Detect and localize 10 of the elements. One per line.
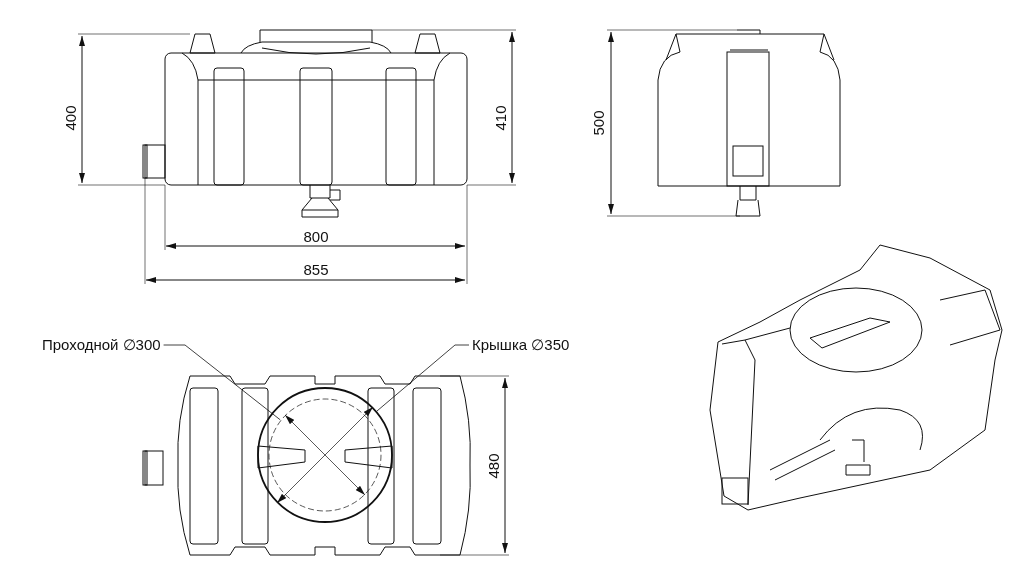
dimension-value: 800 [303, 228, 329, 246]
dimension-value: 480 [484, 453, 502, 479]
leader-line [163, 344, 281, 421]
dimension-value: 400 [61, 105, 79, 131]
leader-line [376, 344, 470, 412]
dimension-value: 500 [589, 110, 607, 136]
dimension-value: 855 [303, 261, 329, 279]
dimension-value: 410 [491, 105, 509, 131]
callout-label: Крышка ∅350 [472, 336, 570, 354]
callout-label: Проходной ∅300 [42, 336, 161, 354]
